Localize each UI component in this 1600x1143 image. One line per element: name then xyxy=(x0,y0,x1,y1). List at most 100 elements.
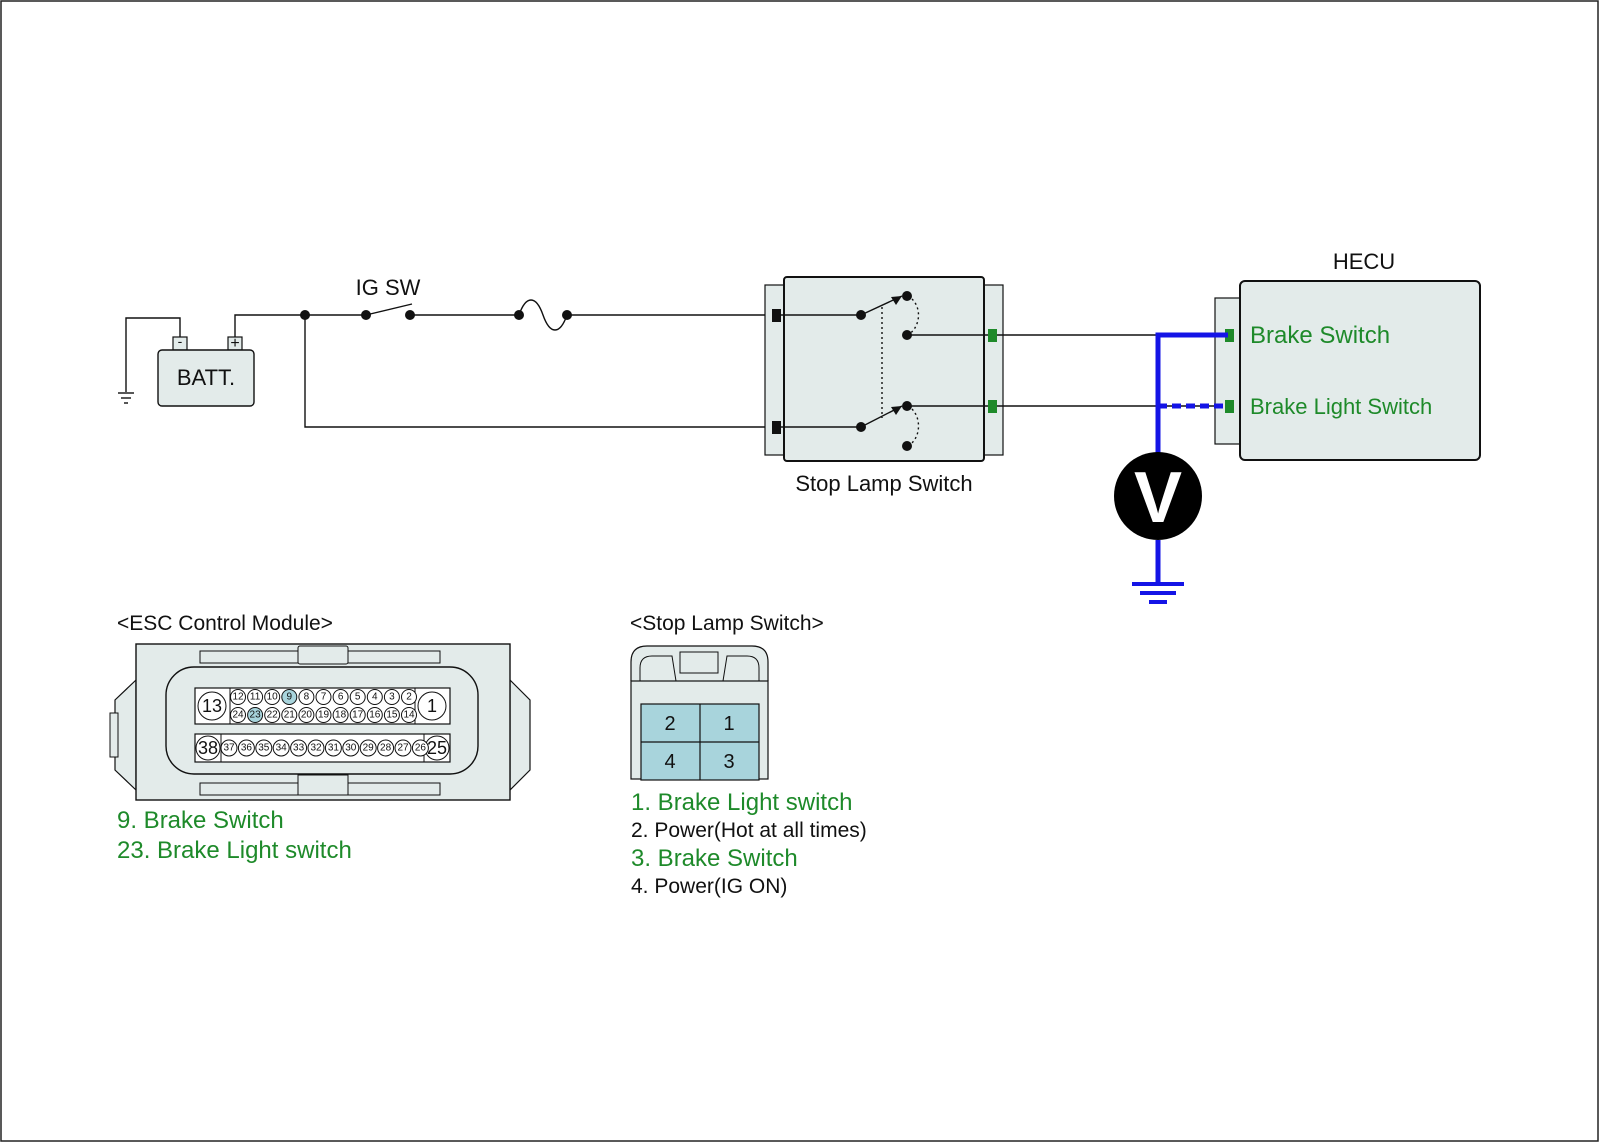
esc-pin-14 xyxy=(401,707,417,723)
esc-pin-1 xyxy=(417,691,447,721)
esc-pin-7 xyxy=(315,689,332,705)
signal-wires xyxy=(997,334,1228,407)
esc-pin-22 xyxy=(264,707,281,723)
esc-pin-label-37: 37 xyxy=(223,743,235,754)
stop-lamp-pin-3: 3 xyxy=(723,751,734,773)
junction-dot xyxy=(300,310,310,320)
esc-pin-15 xyxy=(383,707,400,723)
esc-pin-label-36: 36 xyxy=(241,743,253,754)
esc-pin-label-6: 6 xyxy=(338,692,344,703)
battery-minus-label: - xyxy=(178,333,183,349)
stop-lamp-pin-1: 1 xyxy=(723,713,734,735)
esc-pin-label-18: 18 xyxy=(335,710,347,721)
esc-pin-label-29: 29 xyxy=(363,743,375,754)
stop-lamp-pin-2: 2 xyxy=(664,713,675,735)
stop-lamp-legend-3: 3. Brake Switch xyxy=(631,845,798,872)
esc-pin-20 xyxy=(298,707,315,723)
esc-pin-label-27: 27 xyxy=(397,743,409,754)
voltmeter-probe: V xyxy=(1114,332,1228,604)
esc-pin-17 xyxy=(349,707,366,723)
esc-pin-label-16: 16 xyxy=(369,710,381,721)
esc-pin-2 xyxy=(401,689,417,705)
battery-plus-label: + xyxy=(230,335,239,352)
esc-pin-label-15: 15 xyxy=(386,710,398,721)
esc-pin-26 xyxy=(411,739,429,757)
stop-lamp-switch-label: Stop Lamp Switch xyxy=(795,471,972,496)
esc-pin-label-32: 32 xyxy=(310,743,322,754)
esc-pin-label-4: 4 xyxy=(372,692,378,703)
esc-pin-35 xyxy=(255,739,273,757)
hecu: HECU Brake Switch Brake Light Switch xyxy=(1214,249,1481,461)
hecu-brake-switch-pin: Brake Switch xyxy=(1250,322,1390,349)
esc-pin-label-9: 9 xyxy=(287,692,293,703)
esc-pin-8 xyxy=(298,689,315,705)
esc-pin-label-21: 21 xyxy=(284,710,296,721)
power-wires xyxy=(234,314,775,428)
esc-pin-32 xyxy=(307,739,325,757)
esc-pin-16 xyxy=(366,707,383,723)
voltmeter-icon xyxy=(1114,452,1202,540)
esc-pin-12 xyxy=(230,689,246,705)
esc-pin-11 xyxy=(247,689,264,705)
esc-pin-label-28: 28 xyxy=(380,743,392,754)
esc-pin-label-24: 24 xyxy=(232,710,244,721)
esc-legend-23: 23. Brake Light switch xyxy=(117,837,352,864)
esc-pin-19 xyxy=(315,707,332,723)
probe-ground-icon xyxy=(1132,582,1184,604)
esc-pin-label-33: 33 xyxy=(293,743,305,754)
hecu-label: HECU xyxy=(1333,249,1395,274)
esc-pin-4 xyxy=(366,689,383,705)
esc-pin-label-20: 20 xyxy=(301,710,313,721)
esc-pin-label-3: 3 xyxy=(389,692,395,703)
esc-pin-27 xyxy=(394,739,412,757)
esc-pin-36 xyxy=(237,739,255,757)
esc-pin-6 xyxy=(332,689,349,705)
battery: - + BATT. xyxy=(118,317,255,407)
stop-lamp-legend-2: 2. Power(Hot at all times) xyxy=(631,819,867,842)
esc-pin-5 xyxy=(349,689,366,705)
esc-pin-label-26: 26 xyxy=(415,743,427,754)
esc-pin-label-5: 5 xyxy=(355,692,361,703)
battery-label: BATT. xyxy=(177,365,235,390)
stop-lamp-connector: 2 1 4 3 xyxy=(630,645,769,781)
esc-pin-label-14: 14 xyxy=(403,710,415,721)
stop-lamp-pin-4: 4 xyxy=(664,751,675,773)
stop-lamp-legend-1: 1. Brake Light switch xyxy=(631,789,852,816)
hecu-brake-light-switch-pin: Brake Light Switch xyxy=(1250,394,1432,419)
esc-pin-label-19: 19 xyxy=(318,710,330,721)
esc-pin-9 xyxy=(281,689,298,705)
esc-legend-9: 9. Brake Switch xyxy=(117,807,284,834)
esc-pin-29 xyxy=(359,739,377,757)
ig-sw-label: IG SW xyxy=(356,275,421,300)
esc-pin-label-25: 25 xyxy=(427,738,447,758)
esc-pin-10 xyxy=(264,689,281,705)
voltmeter-label: V xyxy=(1134,458,1182,538)
esc-pin-13 xyxy=(197,691,227,721)
esc-pin-label-12: 12 xyxy=(232,692,244,703)
stop-lamp-legend-4: 4. Power(IG ON) xyxy=(631,875,787,898)
esc-pin-label-1: 1 xyxy=(427,696,437,716)
esc-pin-label-22: 22 xyxy=(267,710,279,721)
esc-pin-18 xyxy=(332,707,349,723)
esc-pin-label-7: 7 xyxy=(321,692,327,703)
esc-pin-label-11: 11 xyxy=(250,692,261,703)
esc-pin-33 xyxy=(290,739,308,757)
esc-pin-34 xyxy=(272,739,290,757)
esc-pin-label-31: 31 xyxy=(328,743,340,754)
esc-module-title: <ESC Control Module> xyxy=(117,612,333,635)
esc-pin-label-38: 38 xyxy=(198,738,218,758)
esc-pin-30 xyxy=(342,739,360,757)
esc-pin-37 xyxy=(220,739,238,757)
esc-pin-label-34: 34 xyxy=(276,743,288,754)
esc-pin-label-13: 13 xyxy=(202,696,222,716)
ground-icon xyxy=(118,392,134,404)
esc-pin-label-10: 10 xyxy=(267,692,279,703)
ig-switch: IG SW xyxy=(356,275,421,324)
fuse-icon xyxy=(514,299,572,331)
esc-pin-label-8: 8 xyxy=(304,692,310,703)
esc-pin-label-30: 30 xyxy=(345,743,357,754)
esc-pin-label-35: 35 xyxy=(258,743,270,754)
esc-pin-label-23: 23 xyxy=(250,710,262,721)
